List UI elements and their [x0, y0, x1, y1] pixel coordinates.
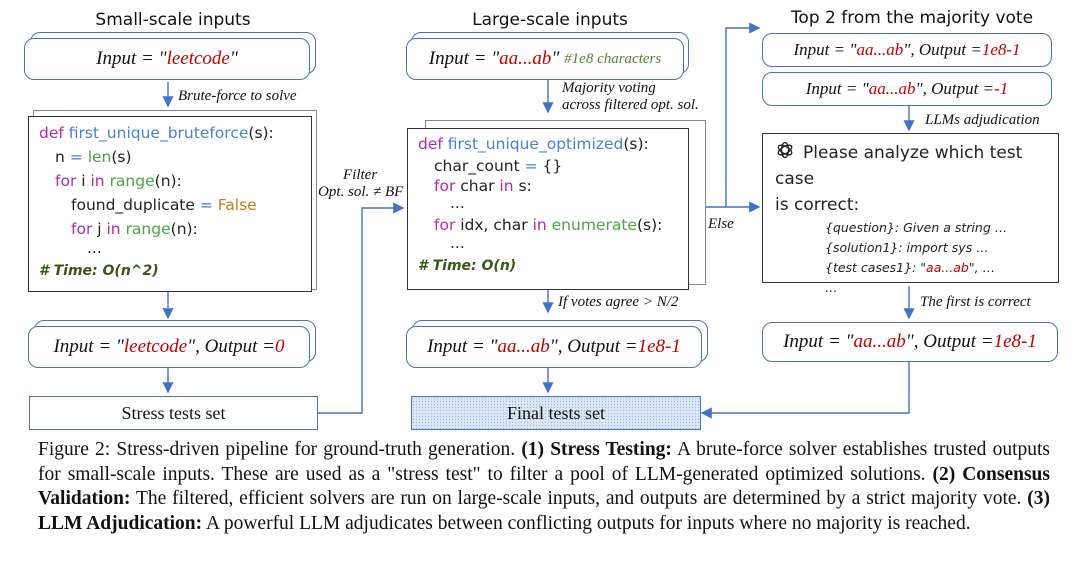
- prompt-title-2: is correct:: [775, 195, 860, 215]
- candidate-box-1: Input = " aa...ab", Output = 1e8-1: [762, 33, 1052, 67]
- code-line: for char in s:: [434, 177, 532, 195]
- large-output-box: Input = "aa...ab", Output = 1e8-1: [406, 326, 702, 368]
- complexity-comment: # Time: O(n): [418, 258, 517, 274]
- majority-vote-heading: Top 2 from the majority vote: [790, 8, 1034, 28]
- stage-1-title: (1) Stress Testing:: [521, 439, 672, 460]
- large-output-value: 1e8-1: [637, 336, 681, 357]
- large-scale-heading: Large-scale inputs: [472, 10, 628, 30]
- stress-tests-set: Stress tests set: [29, 396, 318, 430]
- small-input-box: Input = "leetcode": [24, 38, 310, 80]
- input-size-comment: #1e8 characters: [564, 50, 662, 67]
- final-tests-set: Final tests set: [411, 396, 701, 430]
- code-line: def first_unique_bruteforce(s):: [39, 124, 274, 142]
- result-label: The first is correct: [920, 294, 1031, 310]
- openai-logo-icon: [777, 141, 793, 159]
- filter-label: Filter: [343, 167, 378, 183]
- complexity-comment: # Time: O(n^2): [39, 263, 159, 279]
- adjudication-label: LLMs adjudication: [925, 112, 1040, 128]
- figure-number: Figure 2:: [38, 439, 111, 460]
- candidate-output-2: -1: [994, 79, 1009, 98]
- bruteforce-label: Brute-force to solve: [178, 88, 297, 104]
- arrow-filter: [318, 202, 405, 414]
- large-input-box: Input = "aa...ab" #1e8 characters: [406, 38, 684, 80]
- code-line: for idx, char in enumerate(s):: [434, 216, 663, 234]
- bruteforce-code-box: def first_unique_bruteforce(s): n = len(…: [28, 116, 312, 292]
- optimized-code-box: def first_unique_optimized(s): char_coun…: [407, 128, 689, 290]
- llm-prompt-box: Please analyze which test case is correc…: [762, 133, 1059, 295]
- code-line: def first_unique_optimized(s):: [418, 135, 649, 153]
- filter-condition-label: Opt. sol. ≠ BF: [318, 184, 404, 200]
- prompt-item: {question}: Given a string …: [825, 220, 1008, 235]
- code-line: for j in range(n):: [71, 220, 198, 238]
- prompt-item: {solution1}: import sys …: [825, 240, 989, 255]
- large-input-value: aa...ab: [499, 48, 552, 69]
- code-line: ...: [450, 234, 465, 252]
- candidate-output-1: 1e8-1: [981, 40, 1021, 59]
- code-line: ...: [450, 194, 465, 212]
- prompt-item: …: [825, 280, 838, 295]
- voting-label-2: across filtered opt. sol.: [562, 97, 699, 113]
- small-output-value: 0: [275, 336, 285, 357]
- prompt-title-1: Please analyze which test case: [775, 143, 1023, 189]
- candidate-box-2: Input = " aa...ab", Output = -1: [762, 72, 1052, 106]
- code-line: found_duplicate = False: [71, 196, 257, 214]
- arrow-else-to-top: [725, 22, 761, 207]
- small-scale-heading: Small-scale inputs: [95, 10, 251, 30]
- connector-lines: [162, 22, 915, 419]
- else-label: Else: [708, 216, 734, 232]
- small-input-value: leetcode: [166, 48, 230, 69]
- stage-2-title: (2) Consensus Validation:: [38, 463, 1050, 510]
- adjudicated-output-value: 1e8-1: [993, 331, 1037, 352]
- arrow-result-to-final: [700, 362, 910, 419]
- small-output-box: Input = "leetcode", Output = 0: [28, 326, 310, 368]
- code-line: char_count = {}: [434, 157, 563, 175]
- prompt-item: {test cases1}: "aa...ab", …: [825, 260, 996, 275]
- adjudicated-output-box: Input = "aa...ab", Output = 1e8-1: [762, 322, 1058, 362]
- code-line: for i in range(n):: [55, 172, 182, 190]
- figure-caption: Figure 2: Stress-driven pipeline for gro…: [38, 439, 1050, 534]
- code-line: n = len(s): [55, 148, 132, 166]
- voting-label-1: Majority voting: [562, 80, 656, 96]
- agree-label: If votes agree > N/2: [558, 294, 679, 310]
- code-line: ...: [87, 239, 102, 257]
- stage-3-title: (3) LLM Adjudication:: [38, 488, 1050, 534]
